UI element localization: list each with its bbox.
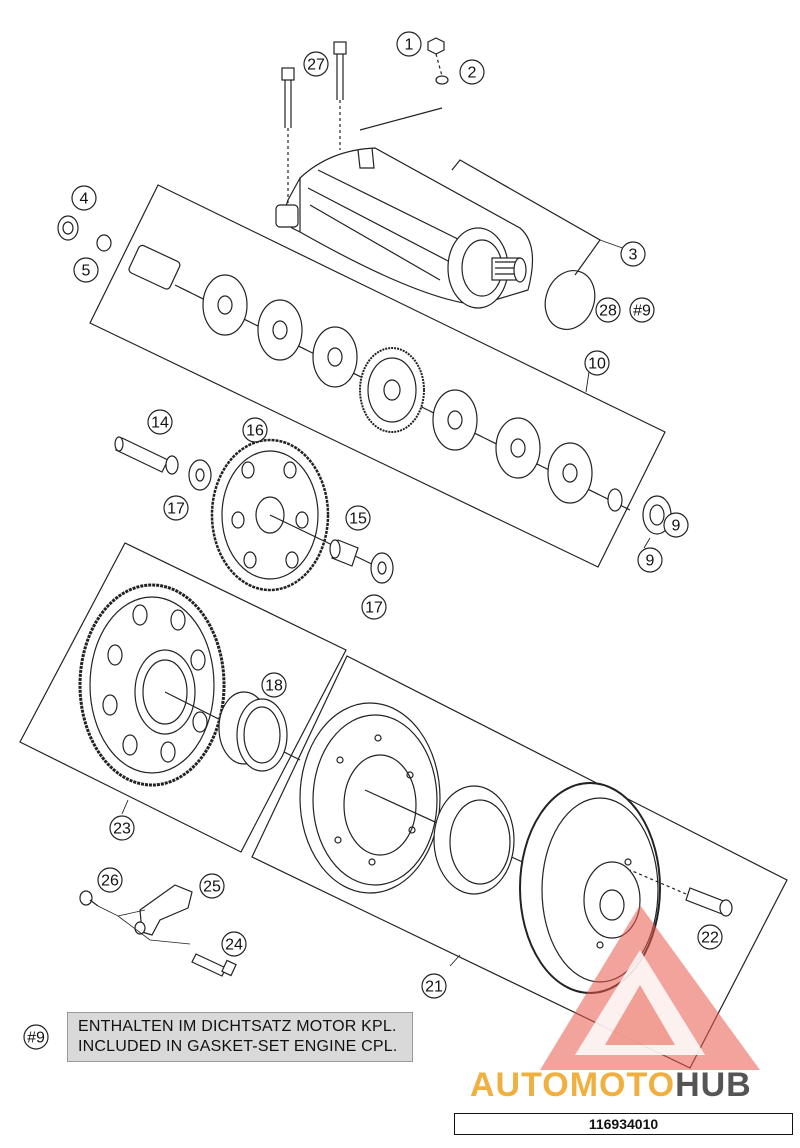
group-frame-10 xyxy=(89,184,666,568)
callout-circle xyxy=(421,973,447,999)
callout-label: 18 xyxy=(265,678,283,695)
callout-label: 27 xyxy=(307,57,325,74)
sensor-bracket-25 xyxy=(134,884,193,936)
group-frame-23 xyxy=(19,542,347,853)
callout-label: 15 xyxy=(349,511,367,528)
bolt-22 xyxy=(629,869,733,917)
callout-circle xyxy=(637,547,663,573)
note-line-1: ENTHALTEN IM DICHTSATZ MOTOR KPL. xyxy=(78,1018,397,1035)
callout-circle xyxy=(71,185,97,211)
callout-circle xyxy=(595,297,621,323)
callout-label: 9 xyxy=(672,518,681,535)
brand-part-2: HUB xyxy=(675,1066,752,1104)
callout-label: 25 xyxy=(203,879,221,896)
callout-label: 28 xyxy=(599,303,617,320)
freewheel-18 xyxy=(218,691,288,772)
callout-label: 21 xyxy=(425,979,443,996)
callout-label: 17 xyxy=(365,600,383,617)
callout-circle xyxy=(261,672,287,698)
callout-circle xyxy=(620,241,646,267)
callout-label: 9 xyxy=(646,553,655,570)
callout-circle xyxy=(163,495,189,521)
o-ring-28 xyxy=(544,270,596,330)
callout-circle xyxy=(23,1024,49,1050)
bearing-4 xyxy=(57,215,79,241)
callout-label: 16 xyxy=(246,423,264,440)
callout-label: 3 xyxy=(629,247,638,264)
callout-circle xyxy=(345,505,371,531)
callout-circle xyxy=(396,31,422,57)
callout-circle xyxy=(303,51,329,77)
bolt-27-right xyxy=(333,41,347,150)
part-number: 116934010 xyxy=(454,1113,793,1135)
callout-circle xyxy=(221,931,247,957)
ring-spacer xyxy=(433,785,515,895)
ring-gear-23 xyxy=(78,583,226,787)
callout-label: 17 xyxy=(167,501,185,518)
idler-gear xyxy=(359,347,425,433)
washer-2 xyxy=(435,75,449,85)
callout-label: 2 xyxy=(468,65,477,82)
callout-circle xyxy=(459,59,485,85)
washer-17-bottom xyxy=(370,552,394,584)
callout-label: 24 xyxy=(225,937,243,954)
brand-part-1: AUTOMOTO xyxy=(470,1066,676,1104)
callout-label: #9 xyxy=(633,303,651,320)
callout-circle xyxy=(97,867,123,893)
callout-circle xyxy=(697,924,723,950)
rotor-plate xyxy=(299,702,441,894)
callouts: 1234599101415161717182122232425262728#9#… xyxy=(23,31,723,1050)
bolt-27-left xyxy=(281,67,295,205)
callout-circle xyxy=(584,350,610,376)
note-line-2: INCLUDED IN GASKET-SET ENGINE CPL. xyxy=(78,1038,398,1055)
callout-circle xyxy=(109,815,135,841)
callout-circle xyxy=(73,257,99,283)
callout-label: 5 xyxy=(82,263,91,280)
gasket-note: ENTHALTEN IM DICHTSATZ MOTOR KPL. INCLUD… xyxy=(67,1012,413,1062)
callout-label: 26 xyxy=(101,873,119,890)
pin-14 xyxy=(114,436,169,473)
callout-label: #9 xyxy=(27,1030,45,1047)
callout-circle xyxy=(663,512,689,538)
brand-watermark: AUTOMOTOHUB xyxy=(470,1066,752,1105)
bolt-24 xyxy=(191,953,237,977)
washer-5 xyxy=(96,234,112,252)
ring-small xyxy=(165,455,179,475)
callout-circle xyxy=(242,417,268,443)
nut-1 xyxy=(427,37,445,55)
watermark-logo xyxy=(540,905,760,1070)
callout-label: 1 xyxy=(405,37,414,54)
callout-circle xyxy=(629,297,655,323)
screw-26 xyxy=(79,890,99,907)
starter-motor xyxy=(275,107,534,309)
callout-label: 23 xyxy=(113,821,131,838)
callout-label: 4 xyxy=(80,191,89,208)
callout-label: 14 xyxy=(151,415,169,432)
callout-label: 10 xyxy=(588,356,606,373)
callout-circle xyxy=(361,594,387,620)
washer-17-top xyxy=(188,459,212,491)
callout-label: 22 xyxy=(701,930,719,947)
bushing-15 xyxy=(329,539,359,567)
callout-circle xyxy=(147,409,173,435)
callout-circle xyxy=(199,873,225,899)
circlip xyxy=(607,488,623,512)
